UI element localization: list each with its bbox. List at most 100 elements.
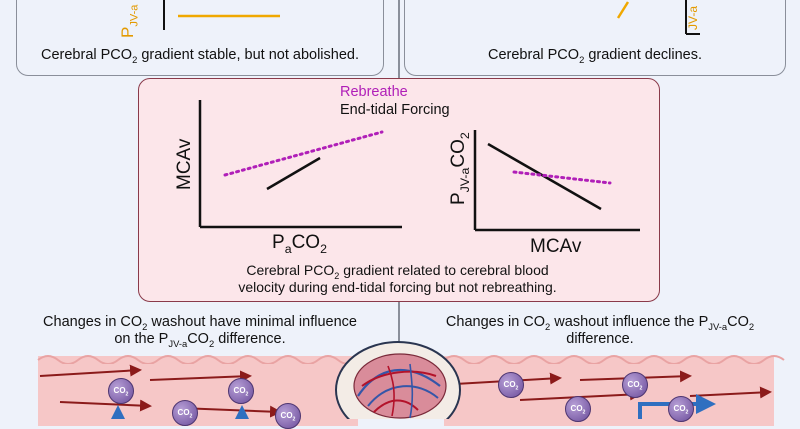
- top-left-caption-sub: 2: [132, 53, 138, 65]
- tissue-wave-decoration: [37, 355, 785, 364]
- co2-bubble-label: CO: [280, 411, 293, 420]
- head-illustration: [335, 341, 461, 419]
- center-left-rebreathe-line: [223, 130, 384, 177]
- center-right-ylabel-sub2: 2: [457, 132, 472, 140]
- center-left-endtidal-line: [266, 156, 321, 191]
- center-caption-line1-post: gradient related to cerebral blood: [339, 262, 549, 278]
- blood-vessel-blue: [367, 385, 439, 407]
- co2-bubble-sub: 2: [189, 413, 193, 420]
- flow-arrow: [59, 399, 152, 412]
- co2-bubble-sub: 2: [515, 385, 519, 392]
- co2-bubble: CO2: [275, 403, 301, 429]
- bottom-left-line2-post: difference.: [214, 331, 286, 347]
- top-left-caption-post: gradient stable, but not abolished.: [137, 47, 359, 63]
- center-left-xlabel-sub2: 2: [320, 241, 327, 256]
- bottom-left-line1-post: washout have minimal influence: [147, 314, 357, 330]
- center-left-xlabel-post: CO: [291, 232, 321, 253]
- bottom-right-line1-mid2: CO: [727, 314, 749, 330]
- top-right-series-line: [616, 1, 630, 19]
- top-right-panel: [404, 0, 786, 76]
- blood-vessel-blue: [409, 363, 414, 419]
- top-left-axis-label: PJV-a: [118, 4, 141, 38]
- co2-bubble-label: CO: [570, 404, 583, 413]
- center-left-xlabel: PaCO2: [272, 232, 327, 256]
- bottom-left-caption: Changes in CO 2 washout have minimal infl…: [0, 314, 400, 348]
- co2-bubble-label: CO: [627, 380, 640, 389]
- blood-vessel-red: [387, 365, 395, 417]
- flow-arrow: [39, 364, 142, 377]
- bottom-right-line1-pre: Changes in CO: [445, 314, 546, 330]
- center-right-rebreathe-line: [512, 170, 612, 185]
- bottom-right-line2: difference.: [566, 331, 634, 347]
- bottom-left-line2-pre: on the P: [114, 331, 169, 347]
- center-right-ylabel: PJV-aCO2: [448, 132, 472, 205]
- left-tissue-strip: [38, 356, 358, 426]
- center-caption: Cerebral PCO2 gradient related to cerebr…: [145, 262, 650, 296]
- top-left-caption: Cerebral PCO2 gradient stable, but not a…: [30, 47, 370, 65]
- bottom-left-line2-sub: JV-a: [168, 337, 188, 349]
- top-left-caption-pre: Cerebral PCO: [41, 47, 133, 63]
- co2-bubble-label: CO: [113, 386, 126, 395]
- co2-bubble: CO2: [172, 400, 198, 426]
- center-right-xlabel: MCAv: [530, 236, 582, 257]
- bottom-left-line1-pre: Changes in CO: [43, 314, 143, 330]
- center-right-ylabel-post: CO: [448, 139, 469, 168]
- left-tissue-wave: [37, 355, 359, 364]
- bottom-right-caption: Changes in CO2 washout influence the PJV…: [400, 314, 800, 348]
- top-right-plot: [616, 0, 700, 35]
- top-right-axis-label: JV-a: [686, 6, 700, 30]
- blood-vessel-blue: [357, 368, 441, 397]
- top-right-caption: Cerebral PCO2 gradient declines.: [420, 47, 770, 65]
- blood-vessel-red: [361, 370, 437, 387]
- bottom-right-line1-sub2: JV-a: [708, 320, 728, 332]
- co2-bubble: CO2: [108, 378, 134, 404]
- flow-arrow: [689, 386, 772, 399]
- top-left-axis-letter: P: [118, 26, 137, 38]
- co2-bubble: CO2: [565, 396, 591, 422]
- co2-bubble-sub: 2: [125, 391, 129, 398]
- center-caption-line2: velocity during end-tidal forcing but no…: [238, 279, 557, 295]
- bottom-right-line1-sub3: 2: [748, 320, 755, 332]
- bottom-left-line2-sub2: 2: [208, 337, 215, 349]
- center-left-xlabel-sub: a: [284, 241, 292, 256]
- bottom-left-line2-mid: CO: [187, 331, 209, 347]
- co2-bubble-sub: 2: [639, 385, 643, 392]
- bottom-right-line1-sub: 2: [545, 320, 551, 332]
- top-left-axis-sub: JV-a: [128, 4, 141, 27]
- co2-bubble-label: CO: [233, 386, 246, 395]
- right-tissue-wave: [443, 355, 785, 364]
- co2-bubble: CO2: [668, 396, 694, 422]
- bottom-divider: [398, 300, 400, 350]
- bottom-left-line2: on the PJV-aCO2 difference.: [0, 331, 400, 348]
- center-right-plot: [473, 130, 640, 232]
- co2-bubble-sub: 2: [582, 409, 586, 416]
- co2-bubble-sub: 2: [685, 409, 689, 416]
- center-caption-line1-pre: Cerebral PCO: [246, 262, 335, 278]
- center-right-ylabel-pre: P: [448, 192, 469, 205]
- center-right-ylabel-sub: JV-a: [457, 167, 472, 193]
- top-right-caption-pre: Cerebral PCO: [488, 47, 580, 63]
- top-right-axis-sub: JV-a: [686, 5, 700, 30]
- center-caption-line1: Cerebral PCO2 gradient related to cerebr…: [145, 262, 650, 280]
- co2-bubble-label: CO: [503, 380, 516, 389]
- bottom-left-line1: Changes in CO2 washout have minimal infl…: [0, 314, 400, 331]
- top-right-caption-sub: 2: [579, 53, 585, 65]
- center-left-plot: [198, 100, 402, 229]
- blood-vessel-red: [373, 399, 419, 413]
- flow-arrow: [149, 370, 252, 383]
- legend-end-tidal: End-tidal Forcing: [340, 102, 450, 118]
- top-left-panel: [16, 0, 384, 76]
- co2-bubble-label: CO: [673, 404, 686, 413]
- co2-bubble: CO2: [498, 372, 524, 398]
- co2-bubble: CO2: [622, 372, 648, 398]
- top-right-caption-post: gradient declines.: [584, 47, 702, 63]
- bottom-right-line1: Changes in CO2 washout influence the PJV…: [400, 314, 800, 331]
- bottom-right-line1-mid: washout influence the P: [550, 314, 709, 330]
- top-left-plot: [163, 0, 280, 30]
- co2-bubble: CO2: [228, 378, 254, 404]
- legend-rebreathe: Rebreathe: [340, 84, 408, 100]
- co2-bubble-sub: 2: [292, 416, 296, 423]
- co2-bubble-sub: 2: [245, 391, 249, 398]
- center-panel: [138, 78, 660, 302]
- top-divider: [398, 0, 400, 80]
